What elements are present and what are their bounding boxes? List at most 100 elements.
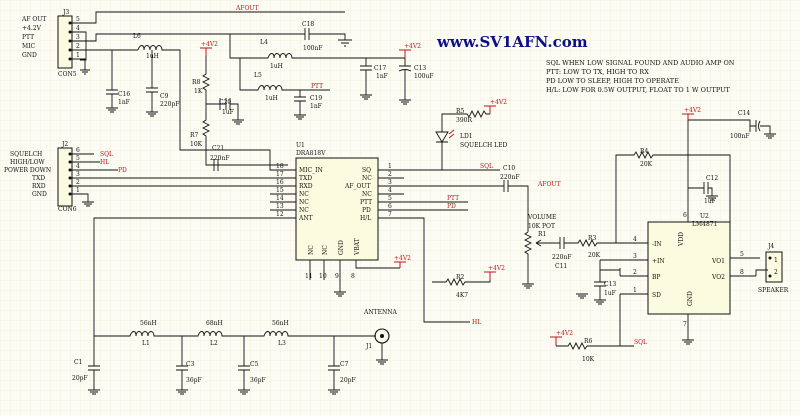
c16-value: 1nF	[118, 99, 130, 106]
capacitor-c14	[750, 120, 776, 139]
net-hl-j2: HL	[100, 159, 109, 166]
net-hl-u1: HL	[472, 319, 481, 326]
c14-ref: C14	[738, 110, 750, 117]
net-sql-j2: SQL	[100, 151, 113, 158]
speaker-connector-j4	[755, 251, 783, 283]
j2-pin-num-6: 6	[76, 147, 80, 154]
c5-value: 36pF	[250, 377, 266, 384]
u1-pin-name-nc11: NC	[308, 245, 315, 255]
r8-value: 1K	[194, 88, 203, 95]
capacitor-c9	[146, 50, 158, 117]
j3-wires: AFOUT	[72, 5, 352, 75]
u1-pin-15: 15	[276, 187, 284, 194]
c20-value: 1uF	[222, 109, 234, 116]
vcc-label-u1: +4V2	[394, 255, 411, 262]
u1-pin-6: 6	[388, 203, 392, 210]
vcc-label-r2: +4V2	[488, 265, 505, 272]
net-ptt-l5: PTT	[311, 83, 323, 90]
note-ptt: PTT: LOW TO TX, HIGH TO RX	[546, 68, 649, 76]
chip-u2: U2 LM4871 4 3 2 1 -IN +IN BP SD 5 8 VO1 …	[600, 113, 760, 345]
capacitor-c21	[206, 159, 288, 171]
j2-wires	[72, 153, 288, 207]
r3-value: 20K	[588, 252, 601, 259]
j3-pin-num-3: 3	[76, 34, 80, 41]
j2-pin-num-2: 2	[76, 179, 80, 186]
u2-pin-4: 4	[633, 236, 637, 243]
u1-pin-2: 2	[388, 171, 392, 178]
net-sql-r6: SQL	[634, 339, 647, 346]
u1-pin-18: 18	[276, 163, 284, 170]
net-pd-u1: PD	[447, 203, 456, 210]
capacitor-c19	[294, 90, 306, 120]
c21-ref: C21	[212, 145, 224, 152]
rf-lowpass-filter	[88, 217, 376, 395]
u1-part: DRA818V	[296, 150, 326, 157]
u1-pin-name-mic-in: MIC_IN	[299, 167, 323, 174]
r8-ref: R8	[192, 79, 201, 86]
r1-value: 10K POT	[528, 223, 555, 230]
c11-value: 220nF	[552, 254, 571, 261]
u1-pin-name-sq: SQ	[362, 167, 371, 174]
j4-pin-num-1: 1	[774, 257, 778, 264]
c13b-ref: C13	[604, 281, 616, 288]
c3-ref: C3	[186, 361, 195, 368]
r7-ref: R7	[190, 132, 199, 139]
c10-value: 220nF	[500, 174, 519, 181]
capacitor-c16	[106, 50, 118, 113]
note-pd: PD LOW TO SLEEP, HIGH TO OPERATE	[546, 77, 679, 85]
inductor-l6	[137, 45, 288, 171]
j3-pin-af-out: AF OUT	[21, 16, 46, 23]
net-ptt-u1: PTT	[447, 195, 459, 202]
resistor-r8-r7	[200, 47, 221, 166]
input-c11-r3	[550, 237, 628, 249]
vcc-label-r6: +4V2	[556, 330, 573, 337]
c18-value: 100nF	[303, 45, 322, 52]
l5-ref: L5	[254, 72, 262, 79]
resistor-r2	[432, 271, 496, 287]
c20-ref: C20	[219, 99, 231, 106]
j2-pin-power-down: POWER DOWN	[4, 167, 51, 174]
j2-pin-rxd: RXD	[32, 183, 46, 190]
r6-value: 10K	[582, 356, 595, 363]
u1-ref: U1	[296, 142, 305, 149]
r7-value: 10K	[190, 141, 203, 148]
r1-ref: R1	[538, 231, 546, 238]
c5-ref: C5	[250, 361, 259, 368]
u1-pin-name-txd: TXD	[299, 175, 312, 182]
vcc-label-u2: +4V2	[684, 107, 701, 114]
u1-pin-name-ant: ANT	[298, 215, 313, 222]
j4-ref: J4	[767, 243, 774, 250]
c1-ref: C1	[74, 359, 82, 366]
j3-pin-mic: MIC	[22, 43, 36, 50]
u1-pin-8: 8	[351, 273, 355, 280]
u2-pin-7: 7	[683, 321, 687, 328]
squelch-led-branch	[435, 105, 496, 170]
r2-ref: R2	[456, 274, 465, 281]
resistor-r6	[550, 336, 634, 351]
u2-pin-name-in-neg: -IN	[652, 241, 662, 248]
vcc-label-r8: +4V2	[201, 41, 218, 48]
u1-pin-name-ptt: PTT	[360, 199, 372, 206]
c7-value: 20pF	[340, 377, 356, 384]
u2-pin-2: 2	[633, 269, 637, 276]
u1-pin-17: 17	[276, 171, 284, 178]
l4-ref: L4	[260, 39, 268, 46]
j3-pin-ptt: PTT	[22, 34, 34, 41]
c1-value: 20pF	[72, 375, 88, 382]
u1-pin-16: 16	[276, 179, 284, 186]
l6-value: 1uH	[146, 53, 159, 60]
c3-value: 36pF	[186, 377, 202, 384]
net-sql-u1: SQL	[480, 163, 493, 170]
net-pd-j2: PD	[118, 167, 127, 174]
u2-pin-3: 3	[633, 253, 637, 260]
j3-pin-4v2: +4.2V	[22, 25, 42, 32]
u1-pin-12: 12	[276, 211, 284, 218]
notes: SQL WHEN LOW SIGNAL FOUND AND AUDIO AMP …	[546, 59, 735, 94]
net-afout-u1: AFOUT	[537, 181, 560, 188]
l1-ref: L1	[142, 340, 150, 347]
l3-value: 56nH	[272, 320, 289, 327]
j4-name: SPEAKER	[758, 287, 789, 294]
u1-pin-name-nc4: NC	[362, 191, 372, 198]
u1-pin-name-vbat: VBAT	[354, 238, 361, 256]
j3-pin-num-4: 4	[76, 25, 80, 32]
